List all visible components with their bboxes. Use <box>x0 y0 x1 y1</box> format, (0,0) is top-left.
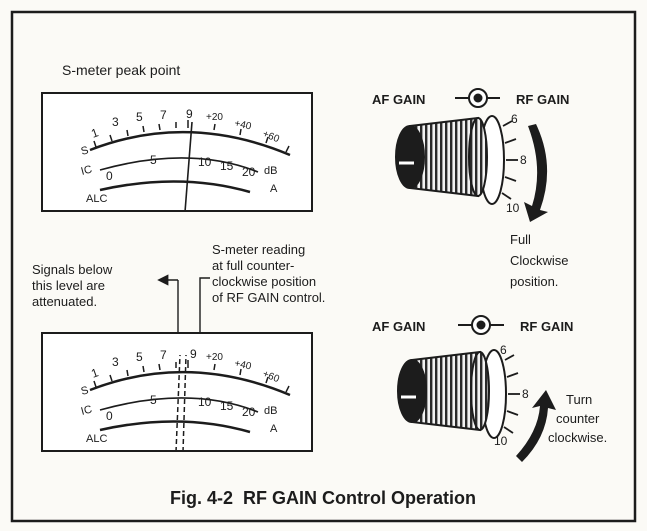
meter2-s-tick-3: 3 <box>112 355 119 369</box>
annotation-right-leader <box>199 277 210 345</box>
meter1-a-unit: A <box>270 183 278 195</box>
meter2-ic-tick-15: 15 <box>220 399 234 413</box>
annotation-left-line-3: attenuated. <box>32 294 97 309</box>
meter1-s-tick-3: 3 <box>112 115 119 129</box>
meter1-s-tick-plus40: +40 <box>233 118 252 132</box>
knob2-note-line-2: counter <box>556 411 600 426</box>
knob2-note-line-3: clockwise. <box>548 430 607 445</box>
meter1-ic-tick-20: 20 <box>242 165 256 179</box>
meter2-db-unit: dB <box>264 405 277 417</box>
knob2-face <box>397 359 427 423</box>
meter1-s-tick-9: 9 <box>186 107 193 121</box>
knob1-symbol-dot <box>473 93 483 103</box>
meter2-s-tick-plus20: +20 <box>206 352 223 363</box>
meter2-ic-arc <box>99 397 259 413</box>
meter1-s-tick-plus20: +20 <box>206 112 223 123</box>
meter2-alc-label: ALC <box>86 433 107 445</box>
knob1-af-label: AF GAIN <box>372 92 425 107</box>
knob1-note-line-1: Full <box>510 232 531 247</box>
knob1-rf-label: RF GAIN <box>516 92 569 107</box>
meter1-s-tick-7: 7 <box>160 108 167 122</box>
knob2-note-line-1: Turn <box>566 392 592 407</box>
meter2-s-tick-plus40: +40 <box>233 358 252 372</box>
meter2-a-unit: A <box>270 423 278 435</box>
knob2-symbol-dot <box>476 320 486 330</box>
meter2-needle-ref-1 <box>175 354 181 453</box>
s-meter-1: 1 3 5 7 9 +20 +40 +60 S IC 0 5 10 15 20 … <box>41 92 313 213</box>
annotation-left-line-2: this level are <box>32 278 105 293</box>
meter2-needle-ref-2 <box>182 354 187 453</box>
meter1-ic-tick-15: 15 <box>220 159 234 173</box>
knob1-clockwise-arrow <box>524 124 548 222</box>
meter1-ic-tick-5: 5 <box>150 153 157 167</box>
meter1-ic-arc <box>99 157 259 173</box>
gain-knob-2: AF GAIN RF GAIN 6 8 10 Turn counter cloc… <box>372 315 607 462</box>
knob2-tick-8: 8 <box>522 387 529 401</box>
meter2-ic-tick-10: 10 <box>198 395 212 409</box>
annotation-right-line-2: at full counter- <box>212 258 294 273</box>
knob1-ticks <box>501 120 518 200</box>
meter2-s-tick-9: 9 <box>190 347 197 361</box>
meter1-s-tick-5: 5 <box>136 110 143 124</box>
meter1-db-unit: dB <box>264 165 277 177</box>
annotation-right-line-1: S-meter reading <box>212 242 305 257</box>
meter1-ic-label: IC <box>80 163 94 177</box>
knob1-note-line-2: Clockwise <box>510 253 569 268</box>
meter1-s-arc <box>89 130 291 157</box>
annotation-right-line-4: of RF GAIN control. <box>212 290 325 305</box>
knob2-rear-edge <box>470 351 490 431</box>
knob2-ticks <box>503 354 520 434</box>
knob2-counterclockwise-arrow <box>516 390 556 462</box>
meter1-alc-arc <box>99 180 251 194</box>
meter2-s-tick-7: 7 <box>160 348 167 362</box>
knob1-tick-8: 8 <box>520 153 527 167</box>
annotation-left-line-1: Signals below <box>32 262 113 277</box>
meter1-ic-tick-10: 10 <box>198 155 212 169</box>
meter2-s-arc <box>89 370 291 397</box>
meter1-needle <box>184 121 193 213</box>
knob1-note-line-3: position. <box>510 274 558 289</box>
meter1-alc-label: ALC <box>86 193 107 205</box>
knob2-rf-label: RF GAIN <box>520 319 573 334</box>
meter2-s-label: S <box>80 384 90 397</box>
knob1-rear-edge <box>468 117 488 197</box>
knob1-face <box>395 125 425 189</box>
figure-caption: Fig. 4-2 RF GAIN Control Operation <box>170 488 476 508</box>
knob2-tick-6: 6 <box>500 343 507 357</box>
knob1-tick-10: 10 <box>506 201 520 215</box>
meter2-s-tick-5: 5 <box>136 350 143 364</box>
meter2-ic-tick-0: 0 <box>106 409 113 423</box>
knob2-tick-10: 10 <box>494 434 508 448</box>
meter2-s-tick-1: 1 <box>89 365 100 381</box>
s-meter-2: 1 3 5 7 9 +20 +40 +60 S IC 0 5 10 15 20 … <box>41 332 313 453</box>
figure-frame <box>10 10 637 523</box>
meter1-title: S-meter peak point <box>62 62 180 78</box>
meter1-s-label: S <box>80 144 90 157</box>
meter1-face <box>41 92 313 212</box>
meter2-ic-tick-5: 5 <box>150 393 157 407</box>
meter2-ic-tick-20: 20 <box>242 405 256 419</box>
gain-knob-1: AF GAIN RF GAIN 6 8 10 Full Clockwise po… <box>372 88 569 289</box>
meter2-alc-arc <box>99 420 251 434</box>
meter1-ic-tick-0: 0 <box>106 169 113 183</box>
knob2-af-label: AF GAIN <box>372 319 425 334</box>
meter1-s-tick-1: 1 <box>89 125 100 141</box>
annotation-right-line-3: clockwise position <box>212 274 316 289</box>
knob1-tick-6: 6 <box>511 112 518 126</box>
meter2-ic-label: IC <box>80 403 94 417</box>
